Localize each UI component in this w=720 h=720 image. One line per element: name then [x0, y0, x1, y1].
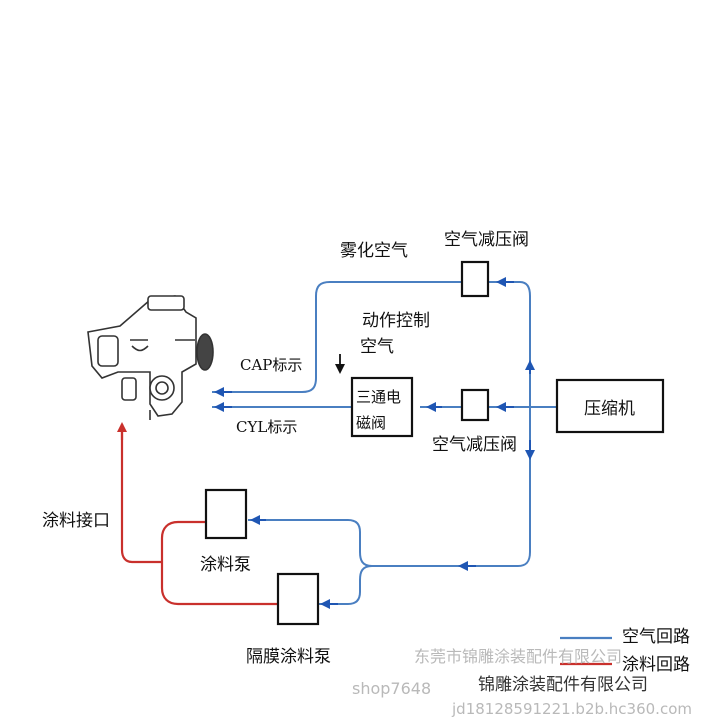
watermark-company-faint: 东莞市锦雕涂装配件有限公司 [414, 647, 622, 666]
legend-paint-label: 涂料回路 [622, 655, 690, 675]
label-action-control-2: 空气 [360, 337, 394, 357]
watermark-company-dark: 锦雕涂装配件有限公司 [478, 675, 648, 695]
label-cap-indicator: CAP标示 [240, 356, 302, 374]
label-paint-pump: 涂料泵 [200, 555, 251, 575]
legend: 空气回路 涂料回路 [560, 627, 690, 675]
air-line-trunk-down [372, 407, 531, 567]
label-atomizing-air: 雾化空气 [340, 241, 408, 261]
air-circuit-lines [212, 277, 557, 609]
compressor-box [555, 378, 665, 434]
three-way-solenoid-valve [350, 376, 414, 438]
watermark-site: jd18128591221.b2b.hc360.com [451, 700, 692, 718]
label-solenoid-line1: 三通电 [356, 388, 401, 406]
paint-pump-box [204, 488, 248, 540]
label-action-control-1: 动作控制 [362, 311, 430, 331]
legend-air-label: 空气回路 [622, 627, 690, 647]
air-line-to-diaphragm-pump [318, 565, 373, 605]
label-top-reducer: 空气减压阀 [444, 230, 529, 250]
spray-gun-icon [87, 295, 214, 420]
top-air-reducer-valve [460, 260, 490, 298]
label-paint-inlet: 涂料接口 [42, 511, 110, 531]
paint-line-to-gun [120, 428, 162, 564]
label-solenoid-line2: 磁阀 [356, 414, 386, 432]
label-bottom-reducer: 空气减压阀 [432, 435, 517, 455]
watermark-shop: shop7648 [352, 679, 431, 698]
diaphragm-pump-box [276, 572, 320, 626]
air-line-to-paint-pump [248, 519, 373, 567]
air-line-trunk-up [519, 281, 531, 407]
label-diaphragm-pump: 隔膜涂料泵 [246, 647, 331, 667]
paint-circuit-lines [117, 422, 278, 606]
mid-air-reducer-valve [460, 388, 490, 422]
label-compressor: 压缩机 [584, 399, 635, 419]
label-cyl-indicator: CYL标示 [236, 418, 297, 436]
air-line-atomizing [212, 281, 462, 393]
